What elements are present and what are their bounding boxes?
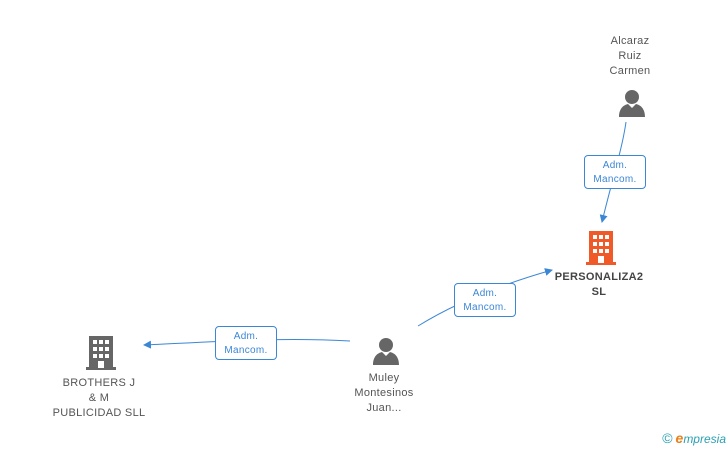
empresia-logo: empresia [675, 430, 726, 446]
node-label-personaliza[interactable]: PERSONALIZA2 SL [554, 271, 644, 298]
building-icon[interactable] [86, 336, 116, 370]
edge-label-muley-personaliza: Adm. Mancom. [454, 283, 516, 317]
node-label-muley[interactable]: Muley Montesinos Juan... [354, 372, 414, 414]
node-label-alcaraz[interactable]: Alcaraz Ruiz Carmen [609, 35, 651, 77]
empresia-watermark: © empresia [662, 430, 726, 446]
edge-label-alcaraz-personaliza: Adm. Mancom. [584, 155, 646, 189]
edge-label-muley-brothers: Adm. Mancom. [215, 326, 277, 360]
person-icon[interactable] [372, 336, 400, 366]
copyright-symbol: © [662, 430, 673, 446]
person-icon[interactable] [618, 88, 646, 118]
node-label-brothers[interactable]: BROTHERS J & M PUBLICIDAD SLL [52, 377, 146, 419]
building-icon[interactable] [586, 231, 616, 265]
